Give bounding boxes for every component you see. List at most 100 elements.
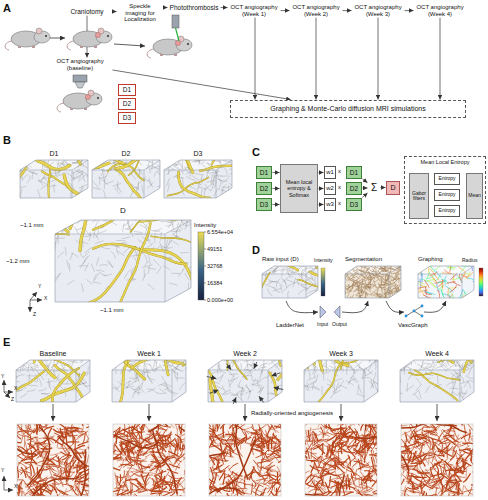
illustration-part	[167, 177, 208, 195]
illustration-part	[91, 264, 94, 272]
illustration-part	[128, 473, 131, 484]
illustration-part	[134, 494, 143, 496]
illustration-part	[107, 35, 109, 37]
illustration-part	[187, 43, 189, 45]
illustration-part	[437, 290, 439, 298]
illustration-part	[381, 282, 388, 284]
illustration-part	[36, 452, 48, 454]
illustration-part	[361, 284, 362, 291]
illustration-part	[93, 187, 102, 189]
illustration-part	[365, 267, 370, 272]
illustration-part	[116, 240, 125, 241]
illustration-part	[55, 220, 191, 234]
illustration-part	[0, 222, 69, 235]
illustration-part	[33, 353, 38, 360]
illustration-part	[138, 468, 144, 478]
illustration-part	[354, 278, 361, 281]
illustration-part	[200, 162, 245, 170]
illustration-part	[77, 171, 85, 174]
illustration-part	[54, 463, 59, 473]
illustration-part	[70, 133, 77, 228]
illustration-part	[94, 46, 97, 48]
illustration-part	[26, 466, 29, 477]
illustration-part	[427, 292, 436, 294]
illustration-part	[152, 485, 163, 490]
illustration-part	[298, 280, 335, 290]
illustration-part	[172, 370, 173, 402]
illustration-part	[429, 281, 435, 287]
illustration-part	[85, 230, 91, 237]
illustration-part	[374, 292, 381, 294]
illustration-part	[86, 279, 93, 285]
illustration-part	[343, 275, 348, 281]
illustration-part	[62, 468, 66, 479]
illustration-part	[27, 363, 29, 372]
illustration-part	[72, 432, 73, 444]
mouse-drawing	[67, 28, 112, 50]
illustration-part	[70, 108, 73, 110]
illustration-part	[143, 361, 151, 365]
connector	[381, 187, 386, 188]
illustration-part	[17, 424, 89, 496]
volume-cube	[412, 258, 482, 305]
illustration-part	[57, 162, 64, 168]
illustration-part	[127, 223, 134, 229]
illustration-part	[46, 381, 55, 382]
illustration-part	[79, 184, 87, 188]
illustration-part	[46, 446, 47, 458]
illustration-part	[80, 355, 84, 363]
illustration-part	[167, 177, 208, 195]
illustration-part	[223, 390, 231, 394]
illustration-part	[269, 360, 277, 364]
connector	[319, 204, 324, 205]
illustration-part	[90, 365, 98, 368]
illustration-part	[154, 228, 162, 230]
illustration-part	[39, 388, 47, 391]
illustration-part	[108, 260, 112, 268]
illustration-part	[137, 483, 147, 490]
illustration-part	[116, 485, 125, 492]
illustration-part	[168, 391, 175, 396]
illustration-part	[156, 487, 167, 492]
connector	[221, 7, 228, 8]
illustration-part	[51, 368, 79, 409]
illustration-part	[23, 352, 27, 360]
illustration-part	[213, 180, 216, 188]
illustration-part	[419, 284, 427, 287]
illustration-part	[30, 365, 38, 368]
illustration-part	[55, 273, 59, 281]
vessel-network	[17, 424, 89, 496]
illustration-part	[301, 285, 308, 290]
illustration-part	[103, 361, 112, 363]
illustration-part	[134, 454, 138, 465]
illustration-part	[64, 175, 87, 212]
illustration-part	[151, 236, 240, 271]
illustration-part	[310, 272, 348, 279]
illustration-part	[129, 457, 141, 459]
illustration-part	[156, 392, 165, 393]
illustration-part	[80, 155, 85, 162]
illustration-part	[199, 162, 206, 168]
illustration-part	[180, 383, 185, 390]
illustration-part	[458, 266, 465, 271]
illustration-part	[64, 175, 87, 212]
illustration-part	[60, 458, 63, 469]
illustration-part	[115, 360, 129, 410]
illustration-part	[385, 292, 386, 299]
illustration-part	[83, 252, 89, 258]
connector	[281, 10, 290, 11]
illustration-part	[71, 217, 76, 224]
illustration-part	[361, 262, 367, 267]
illustration-part	[169, 445, 171, 457]
illustration-part	[147, 267, 156, 269]
illustration-part	[282, 277, 289, 283]
illustration-part	[132, 346, 178, 368]
illustration-part	[39, 181, 47, 184]
illustration-part	[24, 473, 32, 482]
illustration-part	[145, 255, 148, 263]
illustration-part	[280, 285, 283, 294]
illustration-part	[0, 222, 69, 235]
illustration-part	[25, 462, 37, 463]
illustration-part	[73, 430, 85, 432]
illustration-part	[142, 333, 182, 364]
